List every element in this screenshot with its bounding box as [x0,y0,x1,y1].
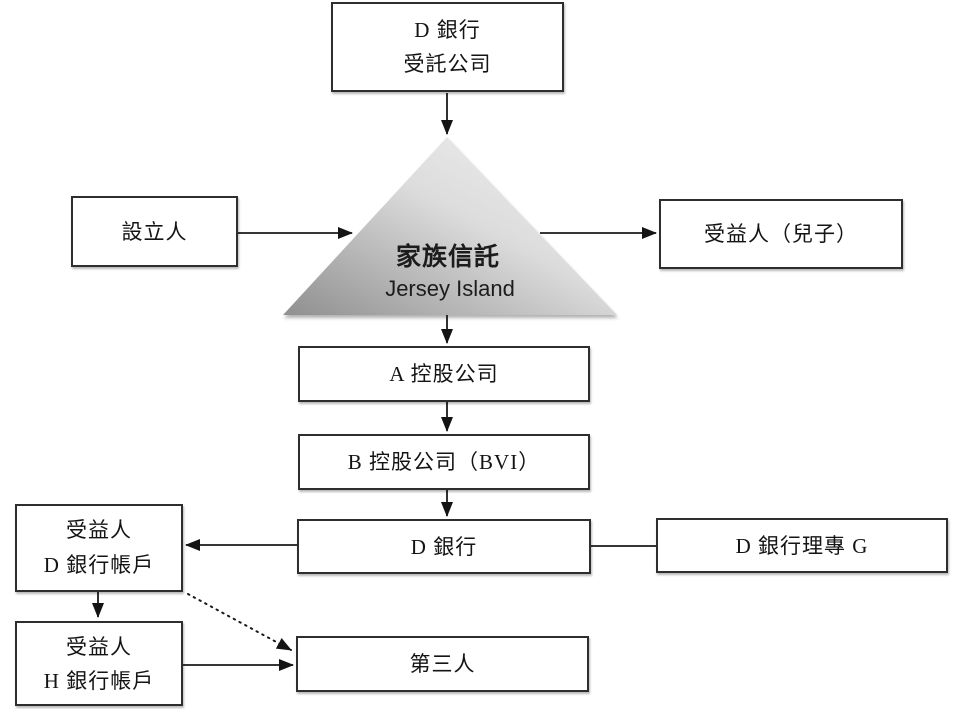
node-beneficiary-son: 受益人（兒子） [659,199,903,269]
node-beneficiary-son-label: 受益人（兒子） [704,222,858,246]
node-beneficiary-d-account-line2: D 銀行帳戶 [43,553,155,577]
node-third-party: 第三人 [296,636,589,692]
node-beneficiary-h-account: 受益人 H 銀行帳戶 [15,621,183,706]
node-beneficiary-h-account-line1: 受益人 [66,634,132,659]
node-d-bank: D 銀行 [297,519,591,574]
node-d-bank-advisor: D 銀行理專 G [656,518,948,573]
node-d-bank-advisor-label: D 銀行理專 G [735,533,869,558]
node-settlor: 設立人 [71,196,238,267]
node-d-bank-label: D 銀行 [410,534,478,559]
node-holding-b-label: B 控股公司（BVI） [347,450,541,474]
node-holding-a: A 控股公司 [298,346,590,402]
node-holding-a-label: A 控股公司 [389,362,499,386]
node-settlor-label: 設立人 [121,219,188,244]
node-trustee-line2: 受託公司 [403,52,492,76]
node-beneficiary-h-account-line2: H 銀行帳戶 [43,668,155,693]
node-third-party-label: 第三人 [409,652,476,676]
node-trustee-line1: D 銀行 [414,18,481,42]
edge-d-account-to-third-party-dotted [187,593,292,651]
node-beneficiary-d-account-line1: 受益人 [66,518,132,542]
trust-triangle [283,137,617,315]
node-holding-b: B 控股公司（BVI） [298,434,590,490]
node-beneficiary-d-account: 受益人 D 銀行帳戶 [15,504,183,592]
trust-title: 家族信託 [395,243,501,271]
trust-subtitle: Jersey Island [385,276,515,301]
node-trustee-company: D 銀行 受託公司 [331,2,564,92]
